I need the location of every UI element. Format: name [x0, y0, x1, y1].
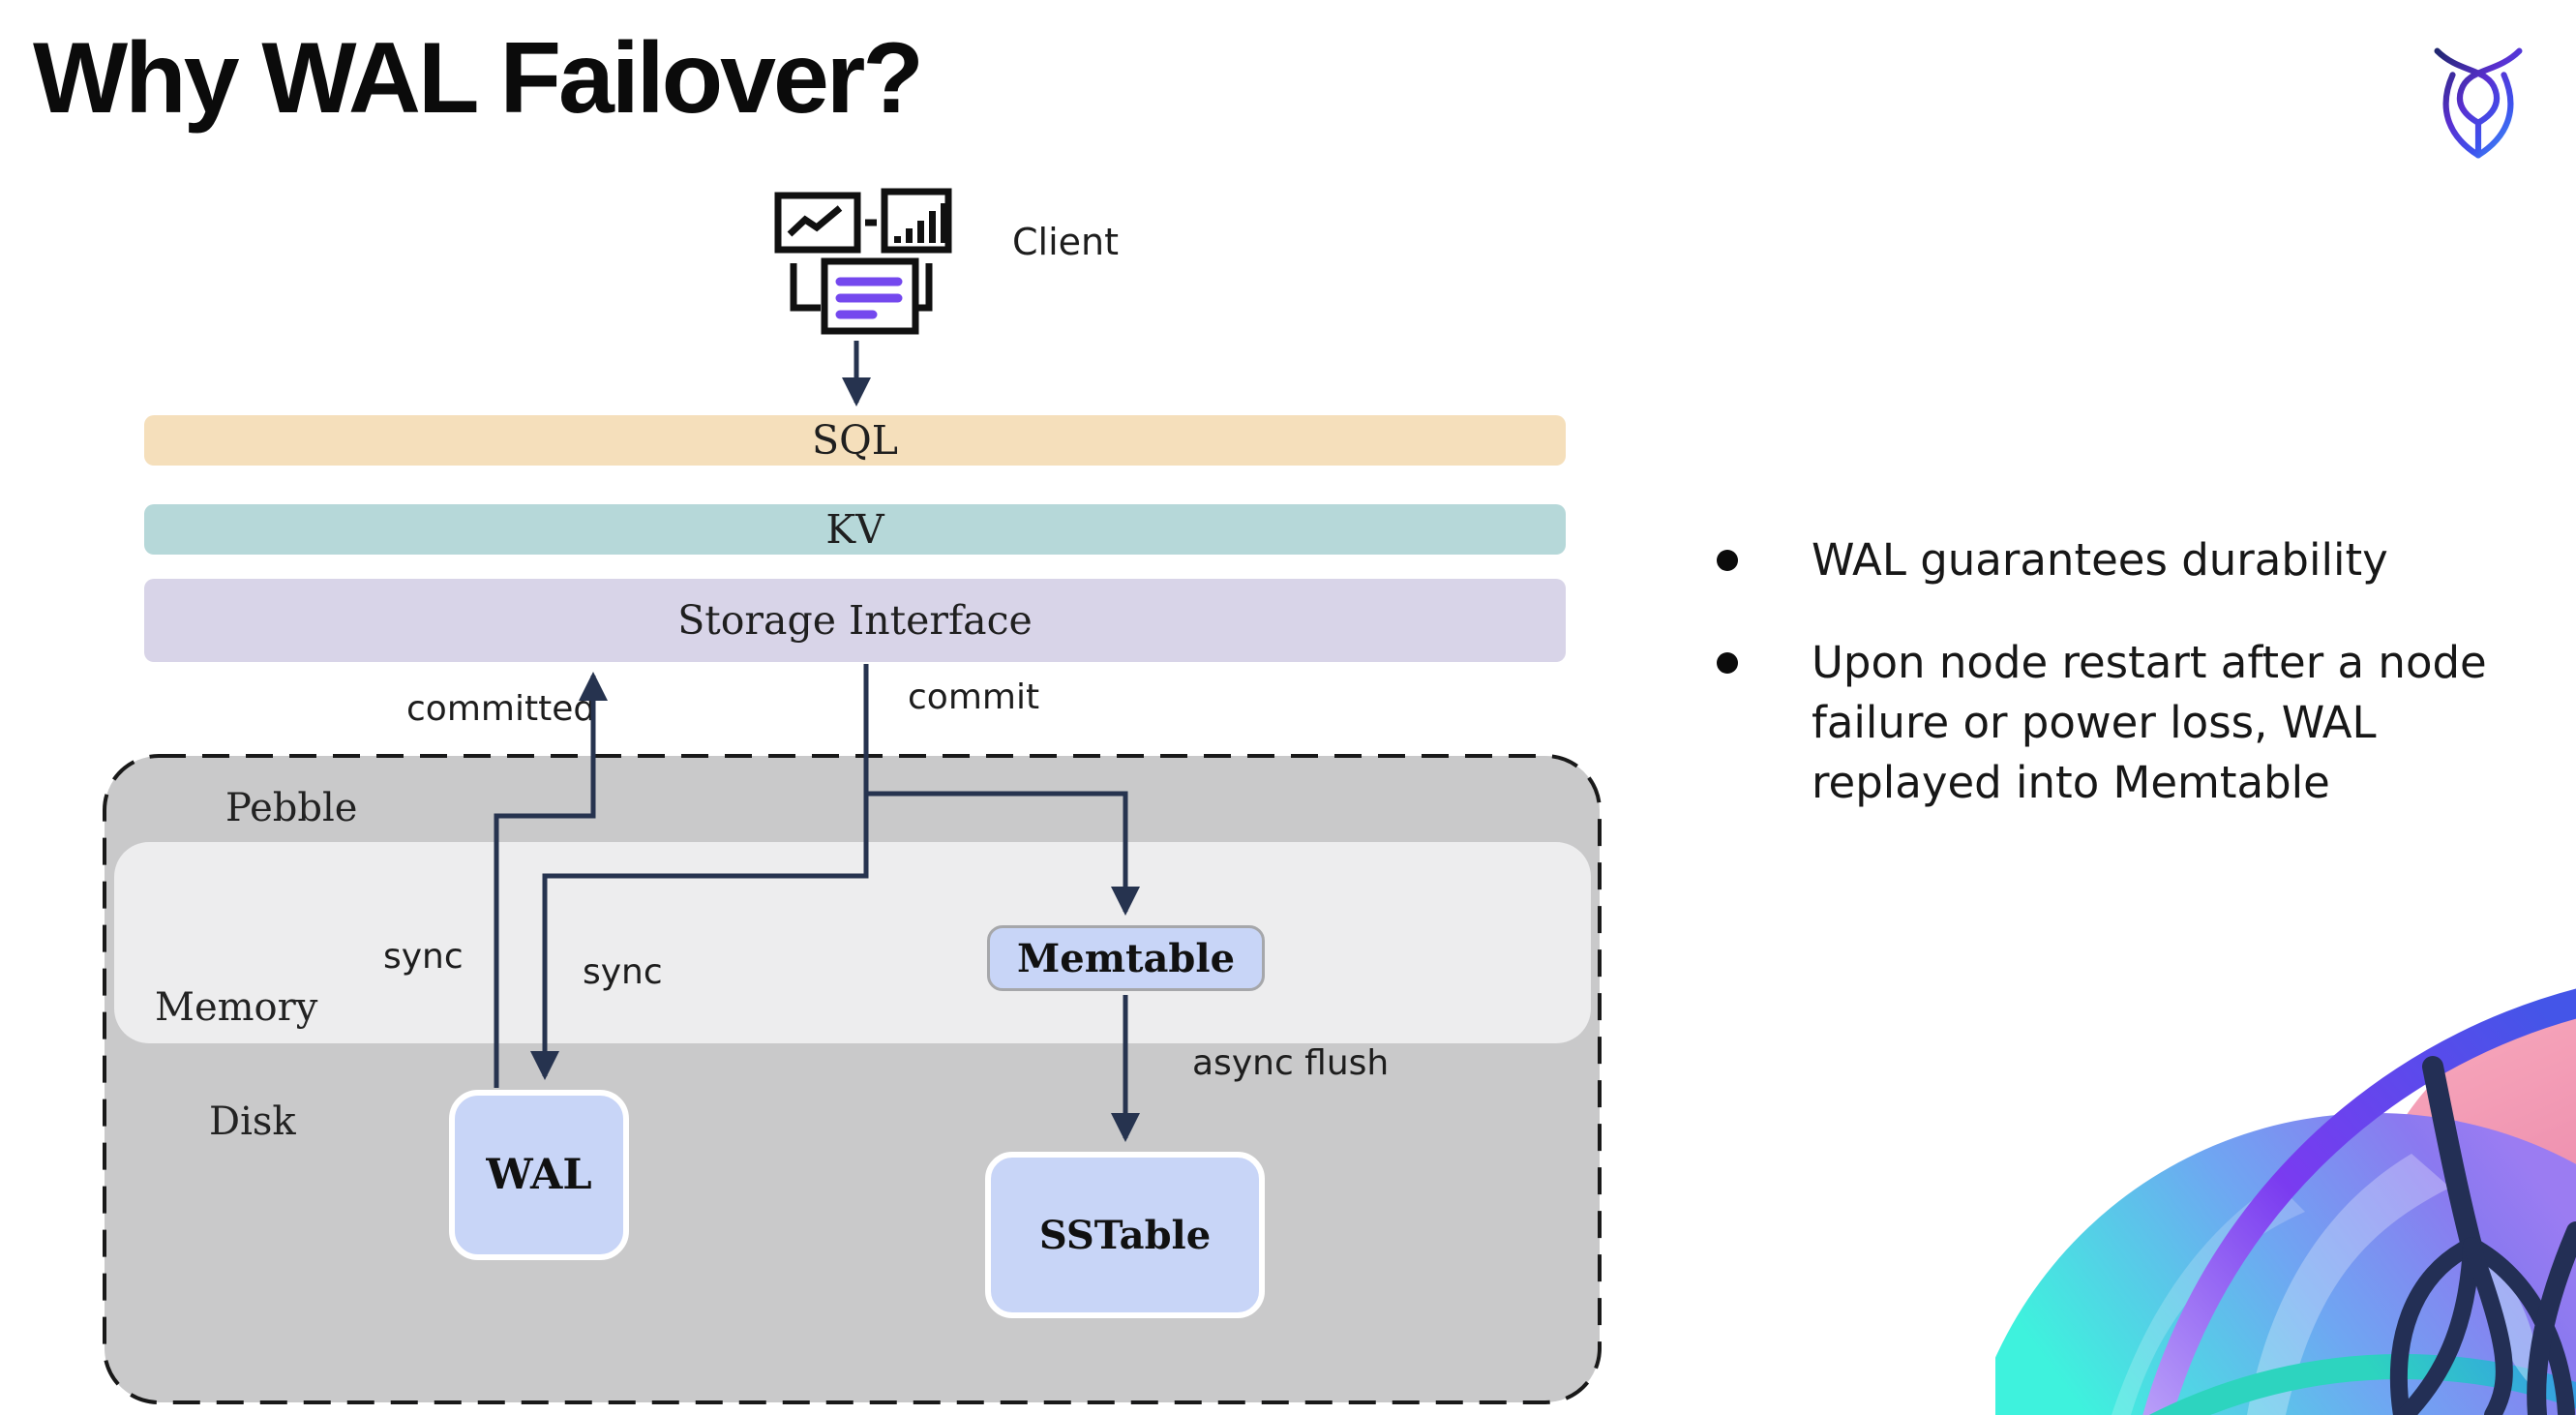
pebble-label: Pebble: [225, 786, 358, 830]
bullet-item: Upon node restart after a node failure o…: [1717, 633, 2499, 813]
layer-bar-storage-interface: Storage Interface: [144, 579, 1566, 662]
layer-label-sql: SQL: [812, 417, 898, 464]
client-label: Client: [1012, 221, 1120, 263]
layer-label-kv: KV: [825, 506, 884, 553]
wal-node: WAL: [449, 1090, 629, 1260]
memtable-node: Memtable: [987, 925, 1265, 991]
layer-bar-sql: SQL: [144, 415, 1566, 466]
memory-label: Memory: [155, 985, 318, 1030]
brand-gradient-artwork: [1995, 960, 2576, 1415]
edge-label-commit: commit: [908, 677, 1040, 717]
memory-region: [114, 842, 1591, 1043]
client-dashboard-icon: [764, 184, 958, 339]
bullet-item: WAL guarantees durability: [1717, 530, 2499, 590]
cockroachdb-logo-icon: [2427, 39, 2530, 161]
sstable-label: SSTable: [1038, 1212, 1212, 1258]
sstable-node: SSTable: [985, 1152, 1265, 1318]
layer-label-storage-interface: Storage Interface: [677, 597, 1033, 644]
bullet-text: Upon node restart after a node failure o…: [1812, 637, 2487, 808]
bullet-list: WAL guarantees durability Upon node rest…: [1717, 530, 2499, 856]
page-title: Why WAL Failover?: [33, 22, 924, 135]
layer-bar-kv: KV: [144, 504, 1566, 555]
edge-label-sync-2: sync: [583, 952, 663, 992]
edge-label-async-flush: async flush: [1192, 1043, 1390, 1083]
bullet-text: WAL guarantees durability: [1812, 534, 2388, 586]
bullet-dot: [1717, 652, 1738, 674]
edge-label-committed: committed: [406, 689, 596, 729]
disk-label: Disk: [209, 1099, 296, 1144]
edge-label-sync-1: sync: [383, 937, 464, 977]
memtable-label: Memtable: [1016, 935, 1236, 981]
bullet-dot: [1717, 550, 1738, 571]
wal-label: WAL: [486, 1151, 592, 1199]
